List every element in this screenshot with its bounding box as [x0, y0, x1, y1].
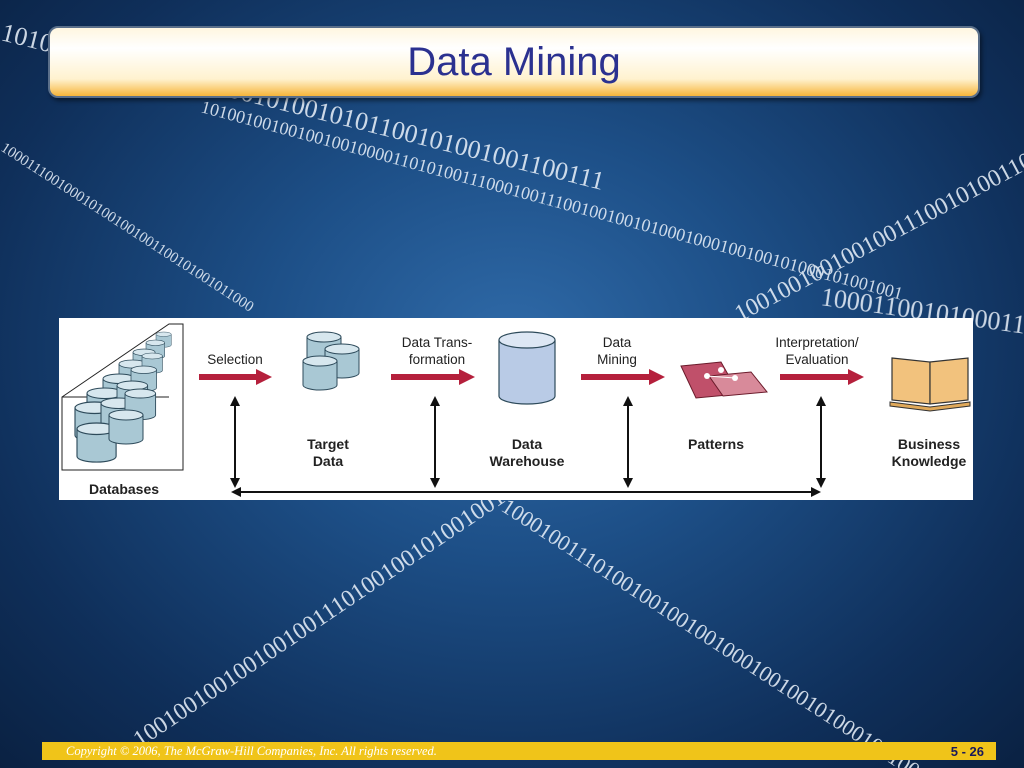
step-arrows	[199, 369, 864, 385]
step-label-selection: Selection	[207, 352, 263, 367]
book-icon	[889, 357, 971, 412]
target-data-cylinders-icon	[302, 331, 360, 391]
copyright-text: Copyright © 2006, The McGraw-Hill Compan…	[66, 743, 437, 758]
node-label-data-warehouse: Data Warehouse	[489, 436, 565, 469]
binary-stream: 1000100111010010010010010001001001010001…	[497, 493, 934, 768]
page-number: 5 - 26	[950, 743, 984, 759]
step-label-transformation: Data Trans- formation	[401, 335, 473, 367]
binary-stream: 1000111001000101001001001100101001011000	[0, 140, 256, 316]
mining-arrow	[581, 369, 665, 385]
data-mining-process-diagram: Selection Data Trans- formation Data Min…	[59, 318, 973, 500]
selection-arrow	[199, 369, 272, 385]
warehouse-cylinder-icon	[498, 331, 556, 405]
binary-stream: 1001001001001001110010100110010010010100…	[731, 58, 1024, 328]
title-banner: Data Mining	[48, 26, 980, 98]
feedback-arrows	[230, 396, 826, 497]
node-label-patterns: Patterns	[687, 436, 745, 452]
step-label-interpretation: Interpretation/ Evaluation	[775, 335, 859, 367]
database-cylinders-icon	[61, 323, 184, 471]
node-label-business-knowledge: Business Knowledge	[891, 436, 967, 469]
transformation-arrow	[391, 369, 475, 385]
interpretation-arrow	[780, 369, 864, 385]
node-label-databases: Databases	[88, 481, 160, 497]
node-label-target-data: Target Data	[307, 436, 349, 469]
slide-title: Data Mining	[407, 40, 621, 84]
binary-stream: 1010010010010010010000110101001110001001…	[199, 97, 905, 304]
footer-bar: Copyright © 2006, The McGraw-Hill Compan…	[42, 742, 996, 760]
diagram-graphics	[61, 323, 971, 497]
step-label-mining: Data Mining	[597, 335, 637, 367]
patterns-icon	[680, 361, 768, 399]
